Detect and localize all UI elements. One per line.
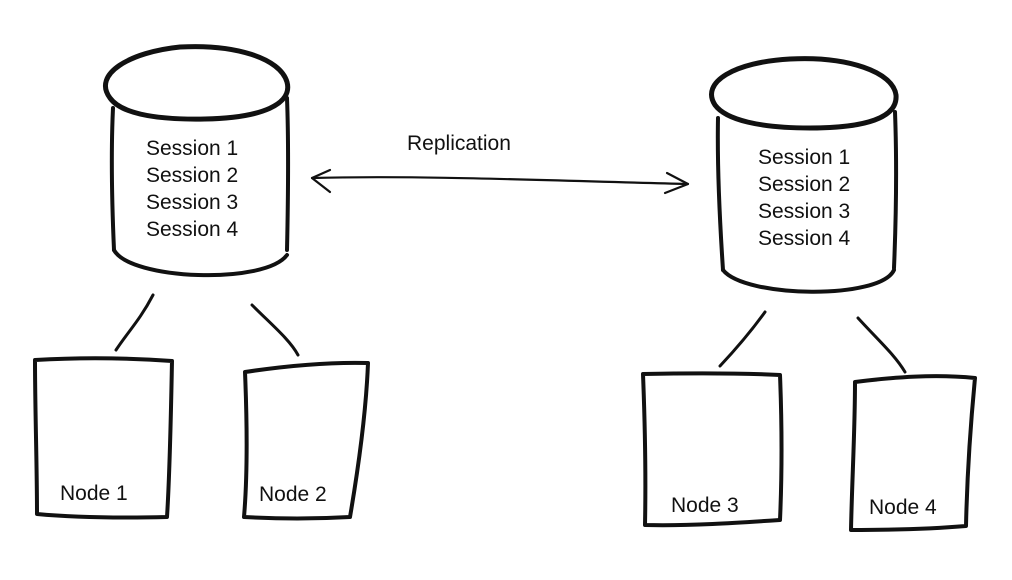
node-2-label: Node 2: [259, 483, 327, 506]
node-3-box: [641, 371, 784, 528]
session-item: Session 2: [758, 173, 851, 196]
node-4-label: Node 4: [869, 496, 937, 519]
node-1-box: [33, 356, 174, 520]
arrowhead-right: [663, 171, 690, 195]
store-left-top: [102, 44, 291, 122]
node-3-label: Node 3: [671, 494, 739, 517]
store-right-side-left: [715, 116, 725, 272]
session-item: Session 2: [146, 164, 239, 187]
node-2-box: [242, 360, 370, 521]
connector-store-left-node-2: [250, 303, 300, 357]
session-store-right: [709, 56, 899, 294]
session-item: Session 1: [146, 137, 239, 160]
session-item: Session 3: [758, 200, 851, 223]
store-right-bottom: [721, 268, 896, 294]
store-right-top: [709, 56, 899, 131]
replication-label: Replication: [407, 132, 511, 155]
session-item: Session 3: [146, 191, 239, 214]
session-store-left: [102, 44, 291, 278]
node-4-box: [849, 374, 977, 532]
store-left-bottom: [112, 248, 289, 278]
store-right-side-right: [892, 110, 899, 270]
connector-store-left-node-1: [114, 293, 155, 352]
session-list-right: Session 1 Session 2 Session 3 Session 4: [758, 144, 850, 252]
session-item: Session 4: [758, 227, 851, 250]
connector-store-right-node-3: [718, 310, 767, 368]
session-list-left: Session 1 Session 2 Session 3 Session 4: [146, 135, 238, 243]
session-item: Session 1: [758, 146, 851, 169]
node-1-label: Node 1: [60, 482, 128, 505]
replication-arrow: [310, 168, 690, 195]
connector-store-right-node-4: [856, 316, 907, 374]
arrowhead-left: [310, 168, 332, 194]
store-left-side-right: [285, 96, 291, 252]
store-left-side-left: [109, 106, 116, 252]
session-item: Session 4: [146, 218, 239, 241]
